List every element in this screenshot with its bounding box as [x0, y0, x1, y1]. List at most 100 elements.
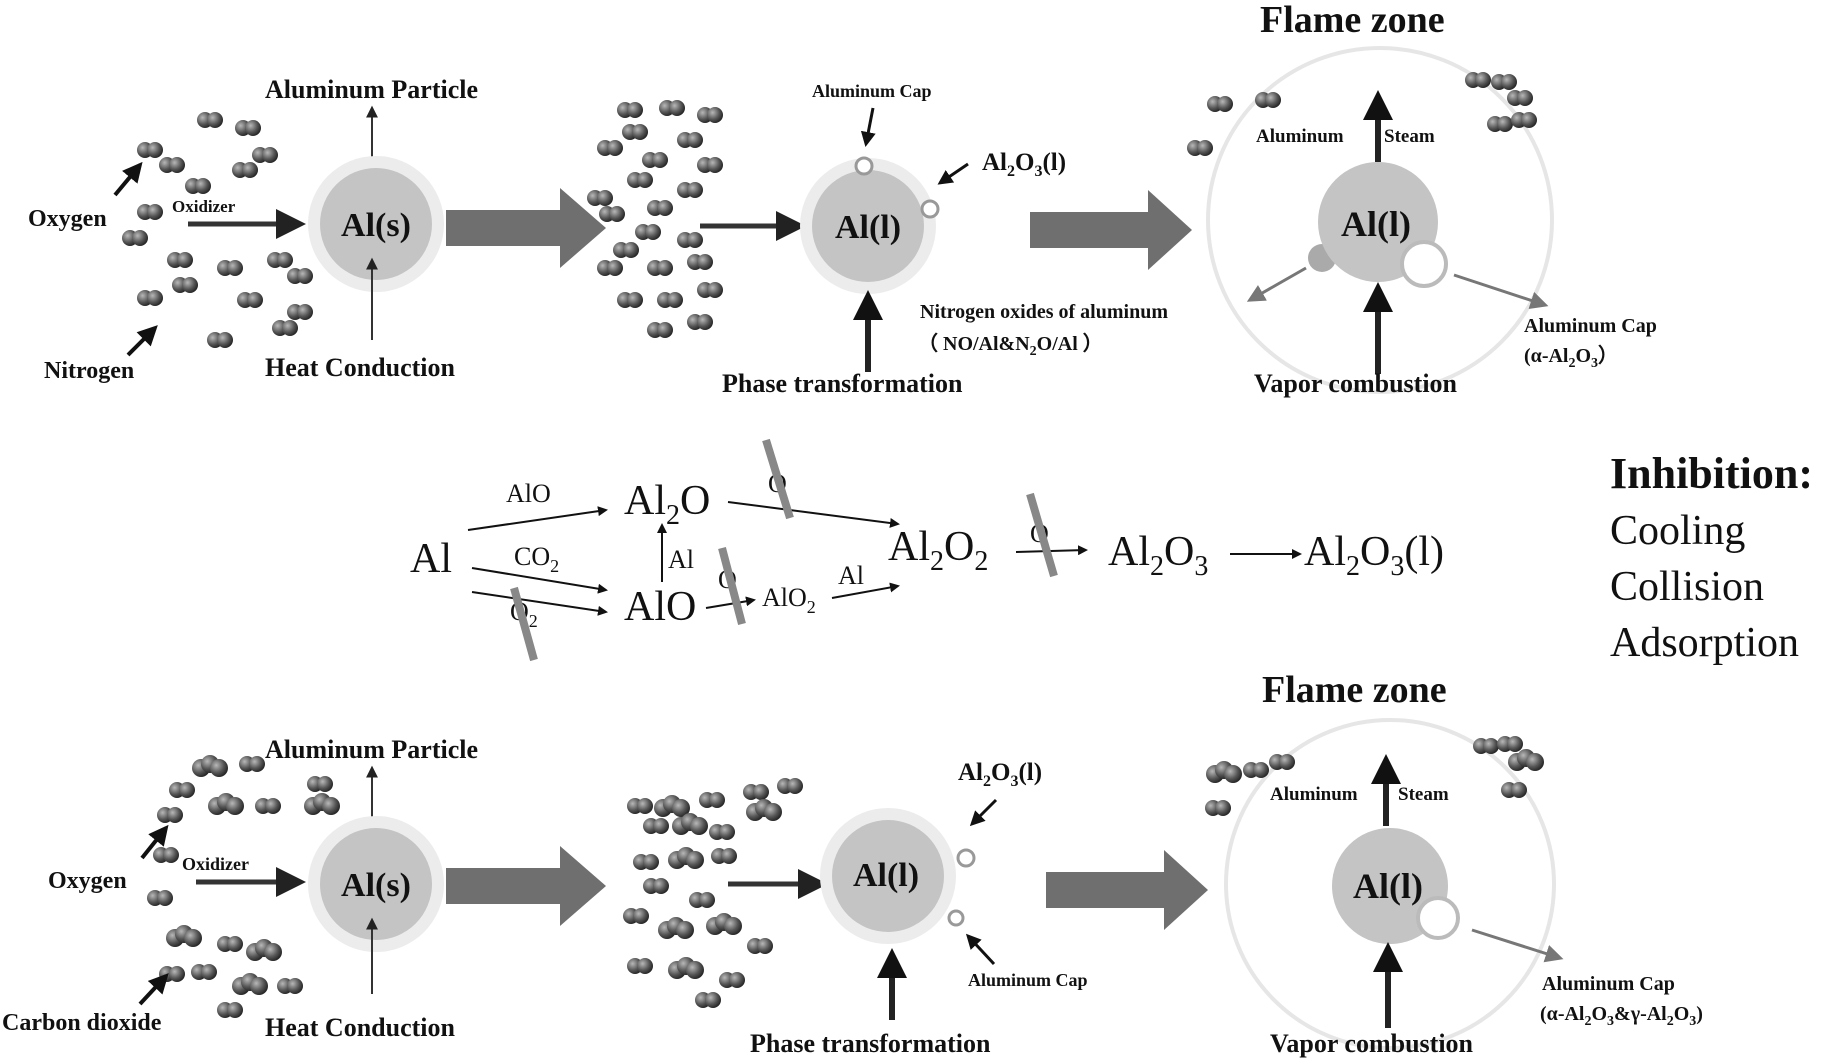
molecule-icon — [633, 854, 659, 870]
molecule-icon — [197, 112, 223, 128]
molecule-icon — [709, 824, 735, 840]
molecule-icon — [1255, 92, 1281, 108]
particle-core-label: Al(s) — [341, 207, 411, 244]
particle-core-label: Al(s) — [341, 867, 411, 904]
species-alo: AlO — [624, 584, 696, 630]
molecule-icon — [677, 132, 703, 148]
species-al2o2: Al2O2 — [888, 524, 988, 577]
molecule-icon — [246, 939, 282, 961]
molecule-icon — [217, 260, 243, 276]
reaction-arrow — [471, 591, 608, 616]
molecule-cluster — [623, 778, 803, 1008]
reaction-pathway: Al AlO CO2 O2 Al2O O Al AlO O AlO2 Al Al… — [410, 438, 1444, 662]
molecule-icon — [647, 260, 673, 276]
aluminum-particle — [320, 828, 432, 940]
droplet-core-label: Al(l) — [1341, 204, 1411, 244]
inhibition-item: Collision — [1610, 564, 1764, 610]
molecule-icon — [587, 190, 613, 206]
molecule-icon — [689, 892, 715, 908]
cap-pointer — [1453, 273, 1549, 310]
molecule-icon — [642, 152, 668, 168]
species-al2o3: Al2O3 — [1108, 529, 1208, 582]
heat-conduction-label: Heat Conduction — [265, 1013, 456, 1042]
molecule-icon — [208, 793, 244, 815]
bottom-stage2: Al(l) Al2O3(l) Aluminum Cap Phase transf… — [623, 759, 1088, 1058]
molecule-icon — [1187, 140, 1213, 156]
molecule-icon — [672, 813, 708, 835]
molecule-icon — [777, 778, 803, 794]
molecule-icon — [172, 277, 198, 293]
molecule-icon — [1491, 74, 1517, 90]
molecule-icon — [647, 200, 673, 216]
species-al: Al — [410, 536, 452, 582]
molecule-icon — [697, 157, 723, 173]
inhibition-title: Inhibition: — [1610, 449, 1813, 498]
top-stage2: Al(l) Aluminum Cap Al2O3(l) Phase transf… — [587, 81, 1066, 398]
species-alo2: AlO2 — [762, 583, 816, 617]
oxide-liquid-label: Al2O3(l) — [982, 149, 1066, 180]
vapor-combustion-label: Vapor combustion — [1270, 1029, 1474, 1058]
heat-conduction-label: Heat Conduction — [265, 353, 456, 382]
oxide-liquid-label: Al2O3(l) — [958, 759, 1042, 790]
molecule-icon — [217, 1002, 243, 1018]
molecule-icon — [677, 232, 703, 248]
molecule-icon — [185, 178, 211, 194]
molecule-icon — [668, 957, 704, 979]
stage-transition-arrow — [1030, 190, 1192, 270]
reagent-al-right: Al — [838, 561, 864, 590]
molecule-icon — [1508, 749, 1544, 771]
molecule-icon — [597, 260, 623, 276]
molecule-icon — [272, 320, 298, 336]
molecule-icon — [232, 162, 258, 178]
nitrogen-oxides-label: Nitrogen oxides of aluminum — [920, 301, 1168, 323]
molecule-icon — [654, 795, 690, 817]
phase-transformation-label: Phase transformation — [722, 369, 963, 398]
molecule-icon — [695, 992, 721, 1008]
molecule-icon — [687, 254, 713, 270]
molecule-icon — [743, 784, 769, 800]
oxygen-label: Oxygen — [28, 206, 107, 232]
molecule-icon — [1487, 116, 1513, 132]
molecule-icon — [267, 252, 293, 268]
reaction-arrow — [471, 567, 608, 594]
aluminum-particle-label: Aluminum Particle — [265, 75, 478, 104]
oxygen-pointer — [140, 824, 169, 860]
reaction-arrow — [727, 501, 900, 528]
aluminum-steam-label-b: Steam — [1384, 126, 1435, 147]
molecule-icon — [304, 793, 340, 815]
molecule-icon — [659, 100, 685, 116]
nitrogen-oxides-formula: （ NO/Al&N2O/Al ） — [918, 332, 1103, 359]
bottom-stage1: Aluminum Particle Al(s) Oxidizer Oxygen … — [2, 735, 478, 1042]
molecule-icon — [122, 230, 148, 246]
flame-zone-boundary — [1224, 718, 1556, 1050]
molecule-icon — [192, 755, 228, 777]
aluminum-cap-label: Aluminum Cap — [1524, 315, 1657, 337]
molecule-icon — [623, 908, 649, 924]
bottom-stage3: Flame zone Al(l) Aluminum Steam Aluminum… — [1205, 669, 1703, 1058]
aluminum-cap-bubble — [1416, 896, 1460, 940]
reaction-arrow — [467, 506, 608, 531]
molecule-icon — [706, 913, 742, 935]
molecule-icon — [239, 756, 265, 772]
molecule-icon — [166, 925, 202, 947]
molecule-icon — [677, 182, 703, 198]
aluminum-cap-label: Aluminum Cap — [812, 81, 932, 101]
molecule-icon — [137, 142, 163, 158]
molecule-icon — [622, 124, 648, 140]
reagent-al-up: Al — [668, 545, 694, 574]
inhibition-slash — [762, 438, 794, 520]
molecule-icon — [1473, 738, 1499, 754]
aluminum-steam-label-b: Steam — [1398, 784, 1449, 805]
molecule-icon — [599, 206, 625, 222]
molecule-icon — [159, 157, 185, 173]
nitrogen-label: Nitrogen — [44, 358, 134, 384]
molecule-icon — [277, 978, 303, 994]
flame-zone-title: Flame zone — [1260, 0, 1445, 41]
molecule-icon — [1243, 762, 1269, 778]
molecule-icon — [153, 847, 179, 863]
molecule-icon — [157, 807, 183, 823]
stage-transition-arrow — [446, 846, 606, 926]
aluminum-cap-bubble — [947, 909, 965, 927]
molecule-icon — [597, 140, 623, 156]
molecule-icon — [658, 917, 694, 939]
